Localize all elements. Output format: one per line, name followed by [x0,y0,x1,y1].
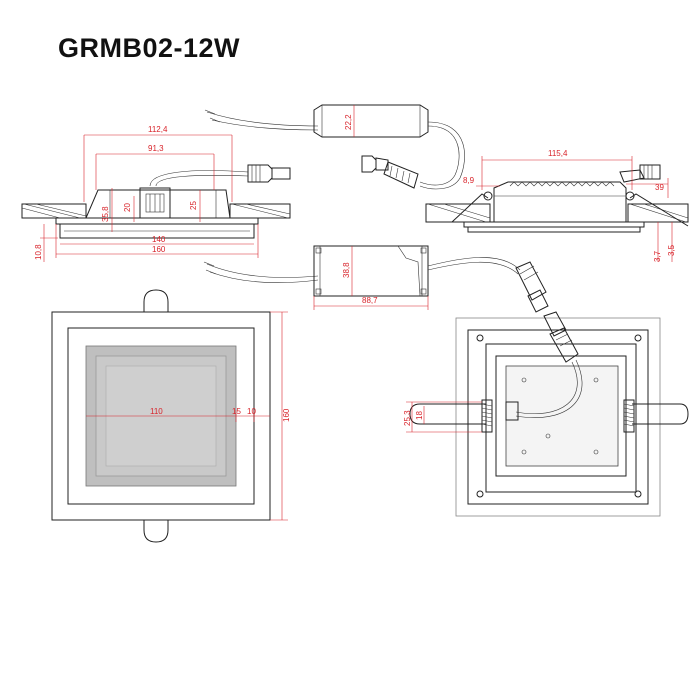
dim-back-spring-h1: 25,3 [403,410,412,426]
dim-side-flange: 10,8 [34,244,43,260]
dim-side-bottom-outer: 160 [152,245,166,254]
dim-front-inner: 110 [150,407,163,416]
dim-front-gap1: 15 [232,407,241,416]
dim-driver-length: 88,7 [362,296,378,305]
top-driver: 22,2 [204,104,465,190]
dim-right-depth: 8,9 [463,176,475,185]
dim-front-height: 160 [282,408,291,422]
back-view: 25,3 18 [403,311,689,517]
side-view-left: 112,4 91,3 35,8 20 25 140 160 10,8 [21,125,291,262]
dim-side-height-total: 35,8 [101,206,110,222]
side-view-right: 115,4 8,9 39 3,7 3,5 [425,149,689,262]
dim-right-width: 115,4 [548,149,568,158]
dim-side-inner-width: 91,3 [148,144,164,153]
dim-right-h2: 3,5 [667,244,676,256]
dim-front-gap2: 10 [247,407,256,416]
dim-side-bottom-inner: 140 [152,235,166,244]
dim-driver-top-height: 22,2 [344,114,353,130]
dim-right-h1: 3,7 [653,250,662,262]
dim-driver-height: 38,8 [342,262,351,278]
dim-side-height-right: 25 [189,201,198,210]
dim-side-height-mid: 20 [123,203,132,212]
dim-side-outer-width: 112,4 [148,125,168,134]
dim-back-spring-h2: 18 [415,411,424,420]
front-view: 110 15 10 160 [51,289,291,543]
middle-driver: 38,8 88,7 [203,245,549,313]
dim-right-offset: 39 [655,183,664,192]
product-title: GRMB02-12W [58,33,241,63]
